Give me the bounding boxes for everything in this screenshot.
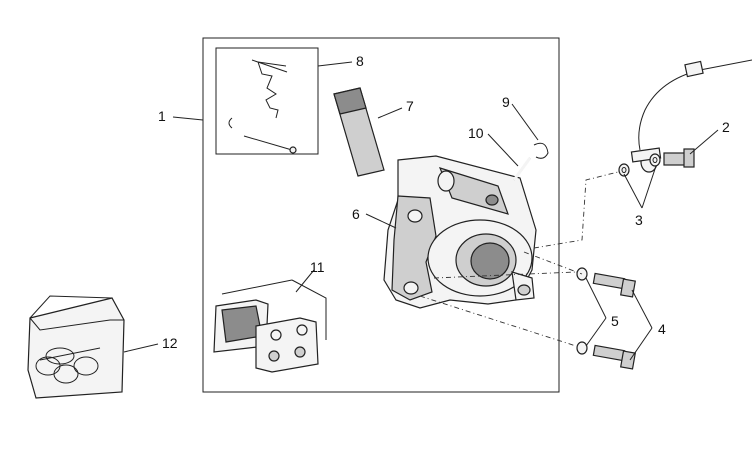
- callout-9: 9: [502, 94, 510, 110]
- part-11-brake-pads: [213, 279, 327, 373]
- alignment-lines: [419, 171, 619, 347]
- part-4-bolts: [592, 272, 636, 370]
- callout-11: 11: [310, 259, 325, 275]
- leader-lines: [123, 61, 719, 361]
- part-10-bleeder: [512, 157, 532, 181]
- part-9-bleeder-cap: [533, 142, 549, 159]
- callout-10: 10: [468, 125, 484, 141]
- callout-7: 7: [406, 98, 414, 114]
- callout-2: 2: [722, 119, 730, 135]
- part-12-kit-bag: [27, 295, 125, 399]
- part-3-washers: [618, 153, 661, 177]
- brake-hose: [630, 56, 752, 173]
- callout-5: 5: [611, 313, 619, 329]
- callout-3: 3: [635, 212, 643, 228]
- part-8-pin-kit: [228, 59, 297, 154]
- pin-kit-frame: [215, 47, 319, 155]
- part-7-shim: [333, 87, 385, 177]
- callout-4: 4: [658, 321, 666, 337]
- callout-12: 12: [162, 335, 178, 351]
- callout-6: 6: [352, 206, 360, 222]
- callout-8: 8: [356, 53, 364, 69]
- part-5-washers: [576, 267, 588, 355]
- callout-1: 1: [158, 108, 166, 124]
- caliper-assembly-frame: [202, 37, 560, 393]
- part-2-banjo-bolt: [663, 148, 695, 168]
